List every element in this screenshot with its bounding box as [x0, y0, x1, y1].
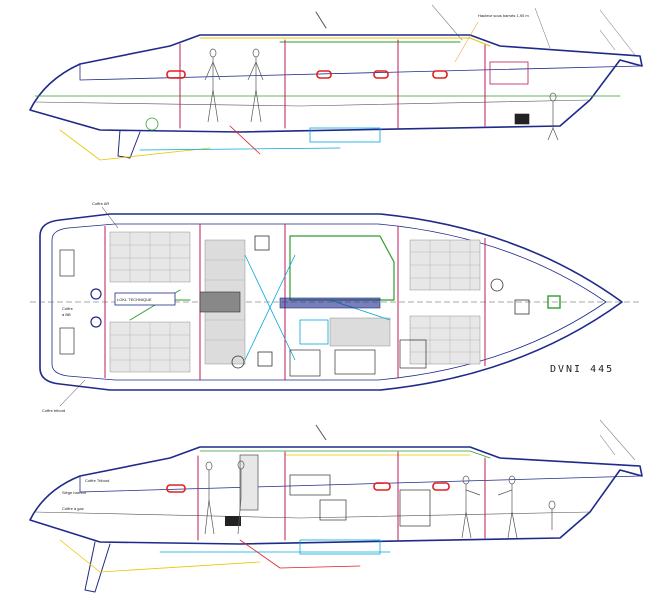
middle-plan-view: LOKL TECHNIQUE Coffre AR Coffre tribord … — [30, 201, 640, 413]
coffre-port-label: Coffre tribord — [42, 408, 65, 413]
lower-coffre-label: Coffre Tribord — [85, 478, 109, 483]
lower-note-1: Siège barreur — [62, 490, 87, 495]
coffre-small-label-1: Coffre — [62, 306, 74, 311]
technical-room-label: LOKL TECHNIQUE — [117, 297, 152, 302]
profile-top-note: Hauteur sous barrots 1,90 m — [478, 13, 529, 18]
top-profile-view: Hauteur sous barrots 1,90 m — [29, 4, 643, 161]
model-label: DVNI 445 — [550, 364, 614, 375]
coffre-aft-label: Coffre AR — [92, 201, 109, 206]
lower-note-2: Coffre à gaz — [62, 506, 84, 511]
bottom-profile-view: Coffre Tribord Siège barreur Coffre à ga… — [29, 419, 643, 593]
coffre-small-label-2: à BB — [62, 312, 71, 317]
